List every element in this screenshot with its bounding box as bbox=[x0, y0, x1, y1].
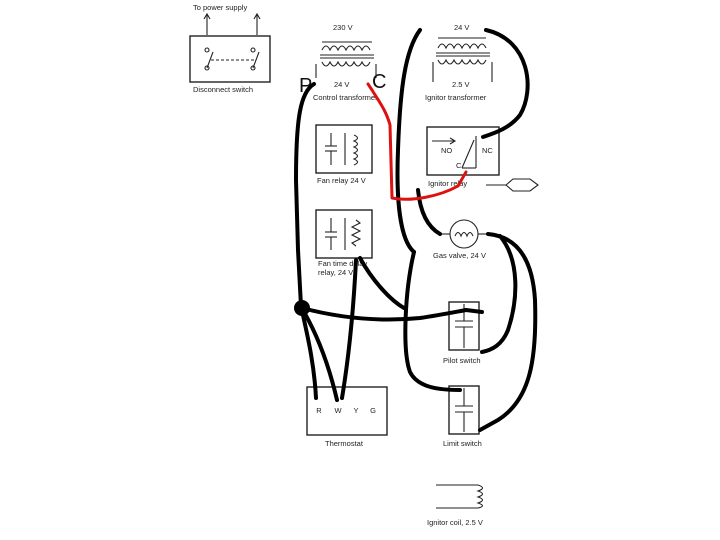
ignitor-transformer-label: Ignitor transformer bbox=[425, 93, 487, 102]
control-transformer-label: Control transformer bbox=[313, 93, 378, 102]
thermostat-terminal-w: W bbox=[334, 406, 342, 415]
relay-c-label: C bbox=[456, 161, 462, 170]
pilot-switch-label: Pilot switch bbox=[443, 356, 481, 365]
wire-left-loop-to-limit bbox=[403, 250, 462, 392]
ignitor-transformer bbox=[432, 37, 493, 82]
ignitor-secondary-voltage: 2.5 V bbox=[452, 80, 470, 89]
wire-gas-valve-to-limit bbox=[478, 232, 538, 432]
p-marker: P bbox=[299, 75, 312, 97]
wire-junction-to-pilot bbox=[300, 306, 468, 322]
disconnect-switch-label: Disconnect switch bbox=[193, 85, 253, 94]
power-supply-label: To power supply bbox=[193, 3, 247, 12]
wire-c-to-ignitor-relay bbox=[366, 82, 468, 201]
thermostat-terminal-r: R bbox=[316, 406, 322, 415]
control-primary-voltage: 230 V bbox=[333, 23, 353, 32]
wire-junction-to-thermostat-w bbox=[302, 310, 339, 402]
thermostat-terminal-y: Y bbox=[353, 406, 358, 415]
wire-time-delay-to-w bbox=[340, 258, 358, 400]
gas-valve bbox=[440, 219, 488, 249]
fan-time-delay-label-line2: relay, 24 V bbox=[318, 268, 353, 277]
wire-time-delay-to-pilot bbox=[358, 256, 406, 310]
wire-p-to-thermostat-r bbox=[294, 82, 318, 400]
disconnect-switch bbox=[189, 35, 271, 83]
ignitor-coil-label: Ignitor coil, 2.5 V bbox=[427, 518, 483, 527]
ignitor-relay-label: Ignitor relay bbox=[428, 179, 467, 188]
power-supply-arrows bbox=[203, 12, 261, 35]
wire-top-right-loop bbox=[481, 28, 530, 139]
fan-relay-label: Fan relay 24 V bbox=[317, 176, 366, 185]
limit-switch-label: Limit switch bbox=[443, 439, 482, 448]
ignitor-coil bbox=[436, 484, 484, 509]
relay-nc-label: NC bbox=[482, 146, 493, 155]
wire-relay-to-gas-valve bbox=[416, 188, 442, 236]
wire-gas-valve-to-pilot bbox=[480, 234, 518, 354]
wire-pilot-link bbox=[464, 308, 484, 314]
gas-valve-label: Gas valve, 24 V bbox=[433, 251, 486, 260]
control-transformer bbox=[315, 41, 377, 78]
c-marker: C bbox=[372, 71, 386, 93]
wiring-black bbox=[294, 28, 538, 432]
thermostat bbox=[306, 386, 388, 436]
ignitor-probe bbox=[486, 178, 539, 192]
wire-transformer-to-loop bbox=[395, 28, 422, 254]
fan-time-delay-relay bbox=[315, 209, 373, 259]
fan-relay bbox=[315, 124, 373, 174]
thermostat-label: Thermostat bbox=[325, 439, 364, 448]
thermostat-terminal-g: G bbox=[370, 406, 376, 415]
fan-time-delay-label-line1: Fan time delay bbox=[318, 259, 367, 268]
control-secondary-voltage: 24 V bbox=[334, 80, 349, 89]
ignitor-primary-voltage: 24 V bbox=[454, 23, 469, 32]
wire-junction-dot bbox=[294, 300, 310, 316]
relay-no-label: NO bbox=[441, 146, 452, 155]
limit-switch bbox=[448, 385, 480, 435]
